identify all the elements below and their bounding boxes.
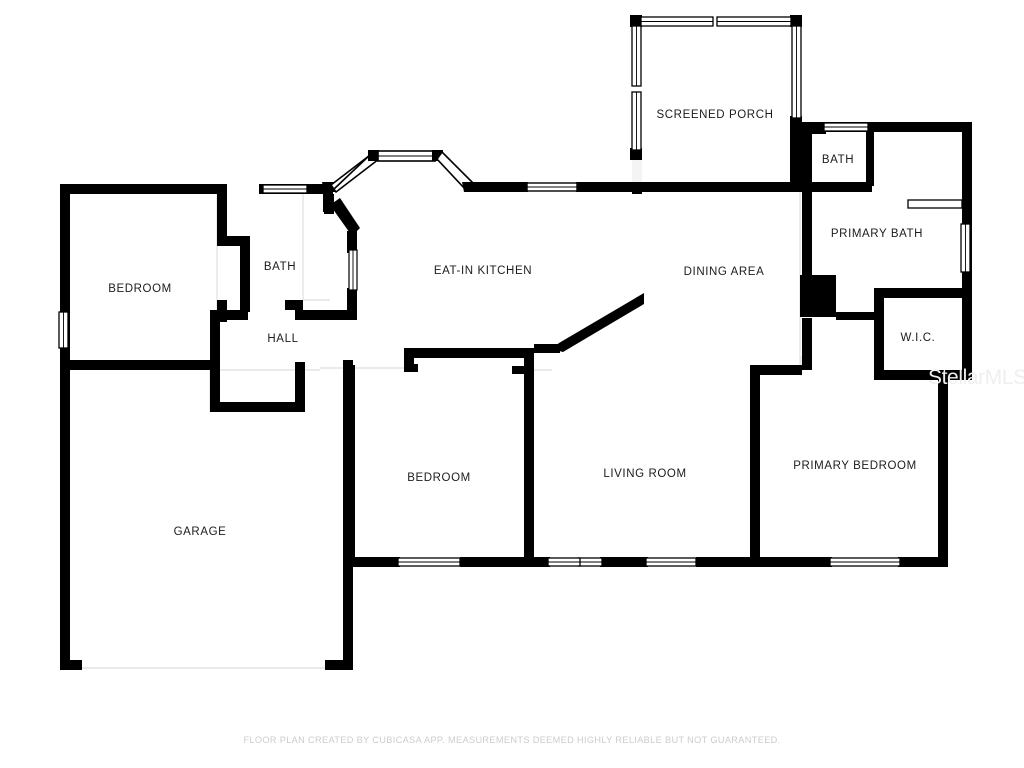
footer-disclaimer: FLOOR PLAN CREATED BY CUBICASA APP. MEAS…: [243, 735, 781, 745]
bedroom-front-walls: [60, 184, 249, 370]
room-label-bath-hall: BATH: [264, 261, 296, 273]
right-wing-walls: [800, 122, 972, 380]
room-label-garage: GARAGE: [174, 526, 227, 538]
room-label-primary-bedroom: PRIMARY BEDROOM: [793, 460, 917, 472]
screened-porch-structure: [630, 15, 802, 188]
bath-window-top: [823, 122, 869, 132]
bedroom-second-walls: [345, 348, 534, 567]
kitchen-window: [526, 182, 578, 192]
room-label-eat-in-kitchen: EAT-IN KITCHEN: [434, 265, 532, 277]
primary-bedroom-window: [829, 557, 901, 567]
hall-bath-side-window: [348, 249, 358, 291]
room-label-screened-porch: SCREENED PORCH: [656, 109, 773, 121]
room-label-primary-bath: PRIMARY BATH: [831, 228, 923, 240]
room-label-dining-area: DINING AREA: [684, 266, 765, 278]
room-labels: SCREENED PORCH BATH PRIMARY BATH BEDROOM…: [108, 109, 935, 538]
room-label-hall: HALL: [267, 333, 298, 345]
primary-bath-window: [960, 223, 971, 273]
primary-bedroom-walls: [750, 365, 972, 567]
living-room-bottom-wall: [353, 557, 756, 567]
room-label-wic: W.I.C.: [901, 332, 936, 344]
kitchen-living-divider: [534, 293, 644, 353]
door-swing-lines: [332, 152, 373, 191]
room-label-bedroom-front: BEDROOM: [108, 283, 172, 295]
kitchen-bay-wall: [322, 150, 475, 194]
room-label-bath-primary: BATH: [822, 154, 854, 166]
bedroom-front-window: [58, 311, 69, 349]
room-label-living-room: LIVING ROOM: [603, 468, 686, 480]
hall-bath-window: [262, 184, 308, 194]
hall-bath-walls: [210, 184, 360, 320]
garage-walls: [60, 360, 353, 670]
room-label-bedroom-second: BEDROOM: [407, 472, 471, 484]
